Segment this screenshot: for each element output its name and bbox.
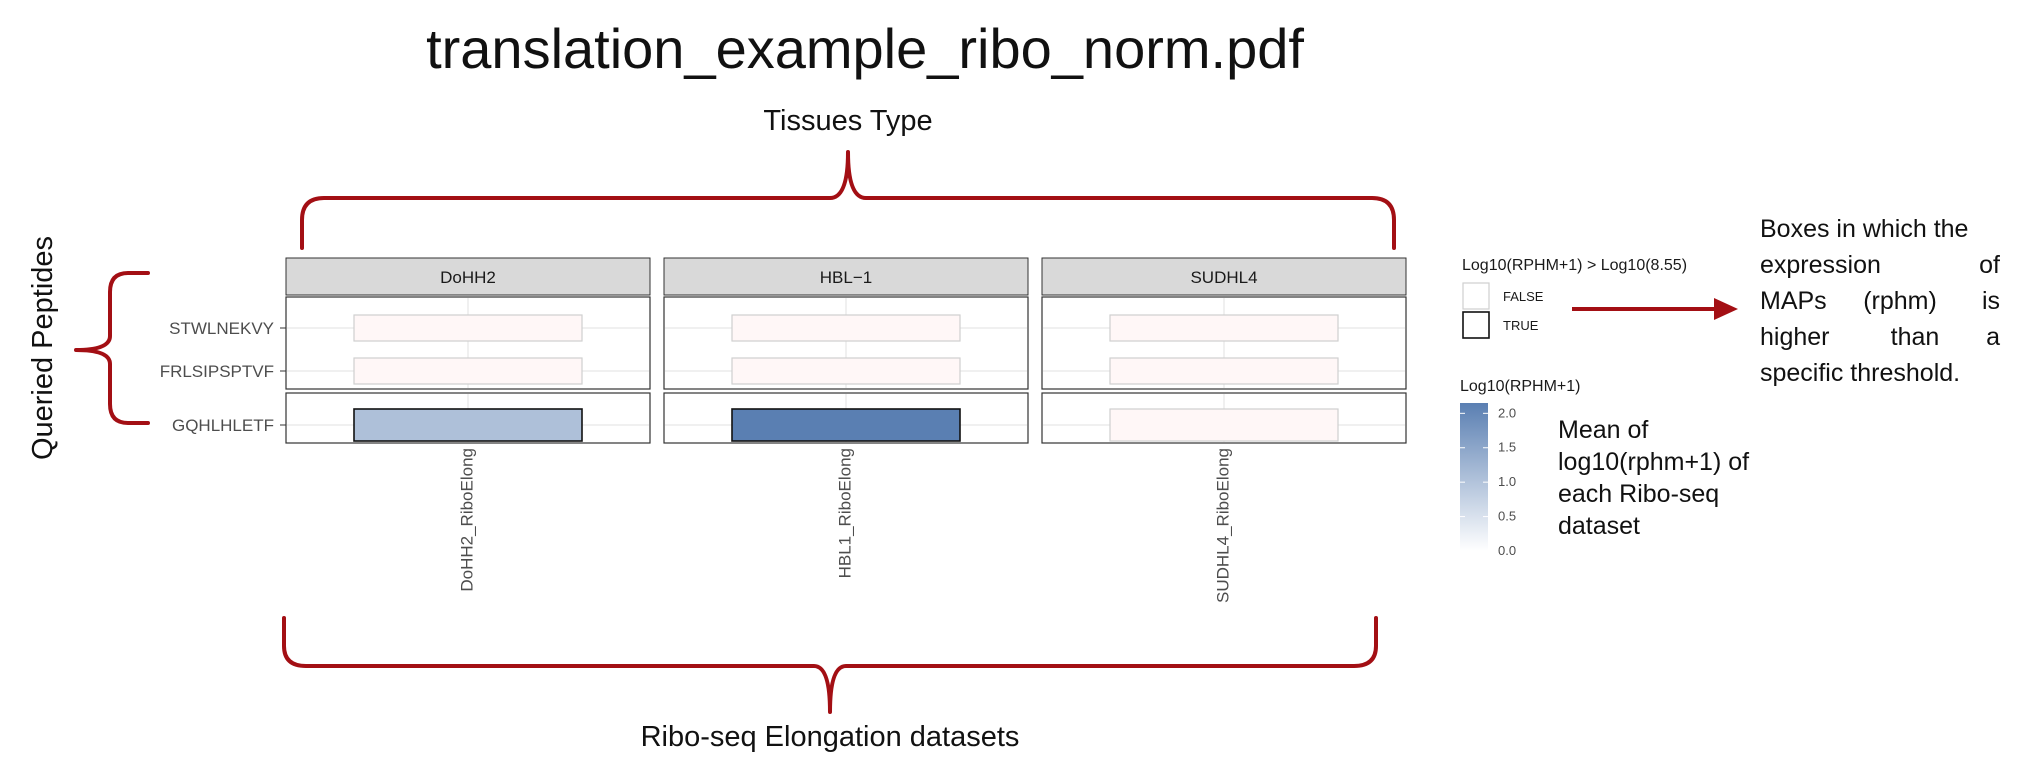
column-label: SUDHL4_RiboElong [1213, 448, 1232, 603]
heatmap-tile [1109, 357, 1339, 385]
colorbar [1460, 403, 1488, 551]
bottom-brace [282, 616, 1378, 714]
note-word: than [1891, 323, 1940, 351]
facet-strip [285, 257, 651, 296]
note-word: a [1986, 323, 2000, 351]
boxes-note: Boxes in which the expression of MAPs (r… [1760, 215, 2000, 387]
note-word: expression [1760, 251, 1881, 279]
colorbar-ticks: 0.0 0.5 1.0 1.5 2.0 [1460, 405, 1516, 558]
colorbar-legend: Log10(RPHM+1) 0.0 0.5 1.0 1.5 2.0 [1460, 378, 1581, 558]
mean-note-line: each Ribo-seq [1558, 480, 1719, 508]
colorbar-title: Log10(RPHM+1) [1460, 378, 1581, 395]
heatmap-tile [731, 314, 961, 342]
arrow-head-icon [1714, 298, 1738, 320]
facet-label: DoHH2 [440, 268, 496, 287]
note-word: of [1979, 251, 2000, 279]
mean-note: Mean of log10(rphm+1) of each Ribo-seq d… [1558, 416, 1749, 540]
legend-label-true: TRUE [1503, 318, 1539, 333]
heatmap-tile [353, 314, 583, 342]
facet-label: SUDHL4 [1190, 268, 1257, 287]
boxes-note-line: MAPs (rphm) is [1760, 287, 2000, 315]
heatmap-tile [731, 408, 961, 442]
legend-label-false: FALSE [1503, 289, 1544, 304]
border-legend-title: Log10(RPHM+1) > Log10(8.55) [1462, 257, 1687, 274]
colorbar-tick-label: 0.0 [1498, 543, 1516, 558]
heatmap-tile [1109, 314, 1339, 342]
legend-key-false [1462, 282, 1490, 310]
note-word: higher [1760, 323, 1830, 351]
ribo-seq-datasets-annotation: Ribo-seq Elongation datasets [641, 721, 1020, 753]
row-label: FRLSIPSPTVF [160, 362, 274, 381]
queried-peptides-annotation: Queried Peptides [27, 236, 59, 460]
mean-note-line: log10(rphm+1) of [1558, 448, 1749, 476]
left-brace [74, 271, 150, 425]
facet-label: HBL−1 [820, 268, 872, 287]
colorbar-tick-label: 1.0 [1498, 474, 1516, 489]
colorbar-tick-label: 1.5 [1498, 440, 1516, 455]
border-legend: Log10(RPHM+1) > Log10(8.55) FALSE TRUE [1462, 257, 1687, 339]
note-word: is [1982, 287, 2000, 315]
colorbar-tick-label: 0.5 [1498, 509, 1516, 524]
page-title: translation_example_ribo_norm.pdf [426, 17, 1304, 80]
mean-note-line: Mean of [1558, 416, 1648, 444]
top-brace [300, 150, 1396, 250]
heatmap-tile [353, 357, 583, 385]
mean-note-line: dataset [1558, 512, 1640, 540]
row-labels: STWLNEKVY FRLSIPSPTVF GQHLHLETF [160, 319, 286, 435]
heatmap-tile [731, 357, 961, 385]
row-label: STWLNEKVY [169, 319, 274, 338]
boxes-note-line: higher than a [1760, 323, 2000, 351]
note-word: (rphm) [1863, 287, 1937, 315]
facet-strip [663, 257, 1029, 296]
heatmap-tile [353, 408, 583, 442]
facet-strip [1041, 257, 1407, 296]
column-label: DoHH2_RiboElong [457, 448, 476, 592]
boxes-note-line: specific threshold. [1760, 359, 1960, 387]
legend-key-true [1462, 311, 1490, 339]
boxes-note-line: Boxes in which the [1760, 215, 1968, 243]
heatmap-tiles [353, 314, 1339, 442]
row-label: GQHLHLETF [172, 416, 274, 435]
legend-arrow [1572, 298, 1738, 320]
boxes-note-line: expression of [1760, 251, 2000, 279]
heatmap-tile [1109, 408, 1339, 442]
column-labels: DoHH2_RiboElong HBL1_RiboElong SUDHL4_Ri… [457, 448, 1232, 603]
colorbar-tick-label: 2.0 [1498, 405, 1516, 420]
tissues-type-annotation: Tissues Type [763, 105, 932, 137]
note-word: MAPs [1760, 287, 1827, 315]
column-label: HBL1_RiboElong [835, 448, 854, 578]
facet-strips: DoHH2 HBL−1 SUDHL4 [285, 257, 1407, 296]
